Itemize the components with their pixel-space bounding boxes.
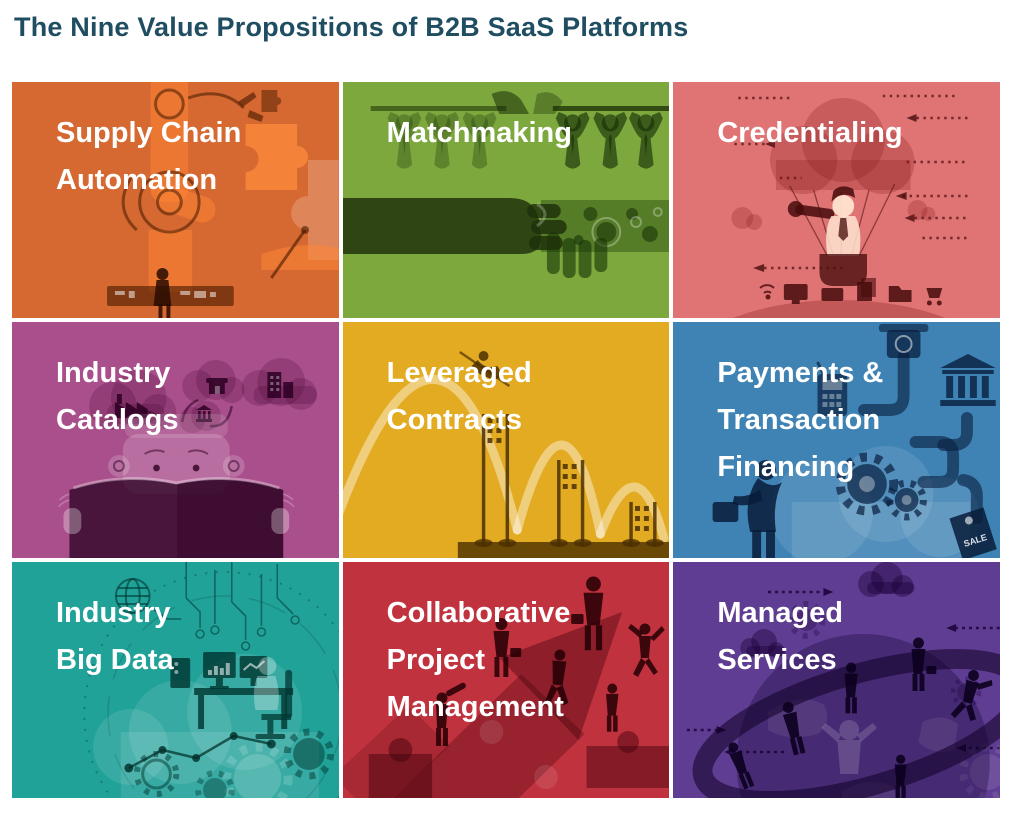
tile-payments-transaction-financing: SALE Payments & Transaction Financing bbox=[673, 322, 1000, 558]
ring-people-icon bbox=[728, 637, 993, 798]
tile-title-line: Leveraged bbox=[386, 357, 532, 389]
data-analyst-workstation-illustration bbox=[83, 562, 339, 798]
tile-title: Payments & Transaction Financing bbox=[717, 350, 980, 491]
wifi-icon bbox=[759, 284, 775, 294]
tile-title-line: Contracts bbox=[386, 404, 523, 436]
tile-title: Managed Services bbox=[717, 590, 980, 684]
tile-title-line: Services bbox=[717, 644, 837, 676]
funnel-icon bbox=[491, 91, 529, 114]
businessman-icon bbox=[712, 460, 783, 558]
analyst-on-chair-icon bbox=[253, 657, 293, 739]
human-arm-icon bbox=[342, 198, 567, 254]
pole-rungs-icon bbox=[487, 418, 649, 531]
tile-title: Industry Catalogs bbox=[56, 350, 319, 444]
puzzle-piece-icon bbox=[245, 124, 308, 190]
high-jump-bars-illustration bbox=[342, 350, 670, 558]
gears-icon bbox=[788, 601, 1000, 798]
tile-industry-big-data: Industry Big Data bbox=[12, 562, 339, 798]
reader-with-industry-clouds-illustration bbox=[57, 358, 317, 558]
tile-title-line: Transaction bbox=[717, 404, 881, 436]
center-figure-icon bbox=[821, 720, 878, 774]
tile-title: Supply Chain Automation bbox=[56, 110, 319, 204]
tile-title-line: Management bbox=[386, 691, 564, 723]
circuit-traces-icon bbox=[185, 562, 300, 651]
tile-industry-catalogs: Industry Catalogs bbox=[12, 322, 339, 558]
dollar-machine-icon bbox=[879, 324, 929, 358]
sale-tag-icon: SALE bbox=[949, 507, 998, 558]
bounce-arcs-icon bbox=[342, 374, 668, 543]
tile-title-line: Big Data bbox=[56, 644, 174, 676]
jumper-icon bbox=[458, 350, 510, 388]
globe-icon bbox=[114, 578, 182, 620]
tile-title-line: Supply Chain bbox=[56, 117, 242, 149]
tile-title-line: Industry bbox=[56, 597, 171, 629]
tile-title: Industry Big Data bbox=[56, 590, 319, 684]
dotted-arrows-icon bbox=[734, 94, 973, 270]
tile-title-line: Industry bbox=[56, 357, 171, 389]
tile-title: Leveraged Contracts bbox=[387, 350, 650, 444]
tile-matchmaking: Matchmaking bbox=[342, 82, 670, 318]
balloon-basket-icon bbox=[819, 254, 868, 286]
device-icons bbox=[765, 278, 943, 306]
observer-with-telescope-icon bbox=[788, 186, 861, 256]
workstation-icon bbox=[170, 652, 294, 729]
puzzle-pieces-icon bbox=[368, 731, 670, 798]
robot-arm-assembling-puzzle-illustration bbox=[107, 82, 339, 318]
tile-title-line: Matchmaking bbox=[386, 117, 572, 149]
open-book-icon bbox=[57, 477, 295, 558]
tile-supply-chain-automation: Supply Chain Automation bbox=[12, 82, 339, 318]
tile-title-line: Credentialing bbox=[717, 117, 903, 149]
jump-poles-icon bbox=[481, 414, 657, 546]
tile-title-line: Financing bbox=[717, 451, 855, 483]
tile-title: Collaborative Project Management bbox=[387, 590, 650, 731]
money-pipes-icon bbox=[858, 350, 984, 524]
ground-globe-icon bbox=[733, 300, 947, 318]
tile-title: Credentialing bbox=[717, 110, 980, 157]
tile-title-line: Automation bbox=[56, 164, 218, 196]
clouds-icon bbox=[740, 562, 915, 658]
tile-leveraged-contracts: Leveraged Contracts bbox=[342, 322, 670, 558]
claw-icon bbox=[237, 90, 282, 122]
gears-icon bbox=[836, 452, 928, 521]
puzzle-arrow-icon bbox=[393, 674, 585, 798]
page-title: The Nine Value Propositions of B2B SaaS … bbox=[14, 12, 689, 42]
pale-puzzle-piece-icon bbox=[291, 160, 339, 260]
value-propositions-grid: Supply Chain Automation bbox=[12, 82, 1000, 798]
tile-title-line: Project bbox=[386, 644, 485, 676]
data-polyline-icon bbox=[124, 732, 276, 773]
tile-title-line: Managed bbox=[717, 597, 844, 629]
bench-icon bbox=[261, 245, 339, 270]
team-on-puzzle-arrow-illustration bbox=[342, 576, 670, 798]
tile-title-line: Payments & bbox=[717, 357, 884, 389]
team-figures-icon bbox=[435, 576, 665, 746]
pos-terminal-icon bbox=[816, 361, 848, 416]
tile-credentialing: Credentialing bbox=[673, 82, 1000, 318]
bank-icon bbox=[940, 354, 997, 406]
reader-head-icon bbox=[108, 414, 245, 494]
tile-managed-services: Managed Services bbox=[673, 562, 1000, 798]
human-robot-handshake-illustration bbox=[342, 91, 670, 278]
cloud-balloon-icon bbox=[731, 98, 936, 230]
industry-building-icons bbox=[114, 372, 294, 422]
tile-title: Matchmaking bbox=[387, 110, 650, 157]
people-on-global-ring-illustration bbox=[687, 562, 1000, 798]
tile-collaborative-project-management: Collaborative Project Management bbox=[342, 562, 670, 798]
arm-joints-icon bbox=[121, 88, 245, 234]
tile-title-line: Catalogs bbox=[56, 404, 179, 436]
observer-in-cloud-balloon-illustration bbox=[731, 94, 973, 318]
payment-pipes-gears-illustration: SALE bbox=[712, 324, 998, 558]
tile-title-line: Collaborative bbox=[386, 597, 571, 629]
base-bar-icon bbox=[457, 539, 670, 558]
console-and-worker-icon bbox=[107, 268, 234, 318]
thought-pipes-icon bbox=[142, 398, 233, 428]
